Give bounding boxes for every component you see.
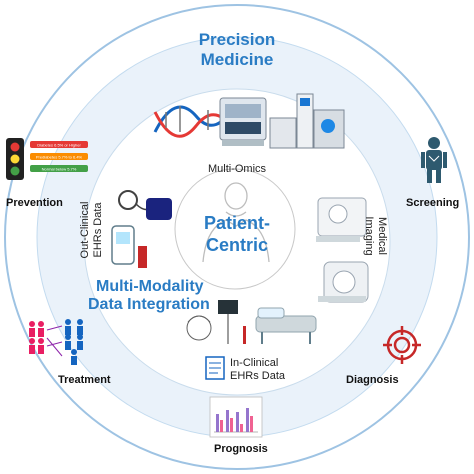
integration-line-1: Multi-Modality — [96, 278, 204, 295]
traffic-label-bar — [30, 165, 88, 172]
vital-signs-monitor-icon — [218, 300, 246, 344]
eeg-head-icon — [186, 315, 212, 341]
out-clinical-line-2: EHRs Data — [92, 202, 104, 258]
ct-scanner-icon — [316, 197, 367, 242]
sequencer-machine-icon — [219, 97, 267, 146]
title-line-1: Precision — [198, 30, 276, 49]
patient-outline-icon — [202, 182, 270, 263]
title-line-2: Medicine — [200, 50, 274, 69]
bar-chart-icon — [209, 396, 263, 438]
in-clinical-label: In-Clinical EHRs Data — [230, 357, 310, 383]
center-circle — [174, 168, 296, 290]
out-clinical-label: Out-Clinical EHRs Data — [79, 193, 107, 267]
treatment-group-icon — [29, 319, 83, 365]
medical-imaging-label: Medical Imaging — [360, 206, 388, 266]
mass-spectrometer-icon — [269, 93, 345, 149]
medical-imaging-line-2: Imaging — [363, 216, 375, 256]
medical-imaging-line-1: Medical — [376, 217, 388, 255]
hospital-bed-icon — [255, 307, 317, 344]
mri-scanner-icon — [318, 261, 369, 303]
target-icon — [383, 326, 421, 364]
person-icon — [421, 137, 447, 183]
prognosis-label: Prognosis — [214, 443, 268, 455]
traffic-label-bar — [30, 141, 88, 148]
treatment-label: Treatment — [58, 374, 111, 386]
center-line-2: Centric — [205, 235, 268, 255]
prevention-label: Prevention — [6, 197, 63, 209]
traffic-label-bar — [30, 153, 88, 160]
multi-omics-label: Multi-Omics — [207, 163, 267, 175]
blood-pressure-monitor-icon — [118, 190, 172, 220]
traffic-label-text: Prediabetes 5.7% to 6.4% — [36, 155, 83, 160]
integration-line-2: Data Integration — [88, 296, 210, 313]
in-clinical-line-1: In-Clinical — [230, 357, 279, 369]
in-clinical-line-2: EHRs Data — [230, 370, 286, 382]
out-clinical-line-1: Out-Clinical — [79, 201, 91, 259]
traffic-light-icon — [6, 138, 24, 180]
center-line-1: Patient- — [203, 213, 270, 233]
screening-label: Screening — [406, 197, 460, 209]
diagnosis-label: Diagnosis — [346, 374, 399, 386]
traffic-label-text: Diabetes 6.5% or Higher — [37, 143, 81, 148]
glucose-meter-icon — [111, 225, 147, 268]
document-icon — [205, 356, 225, 380]
traffic-label-text: Normal below 5.7% — [42, 167, 77, 172]
